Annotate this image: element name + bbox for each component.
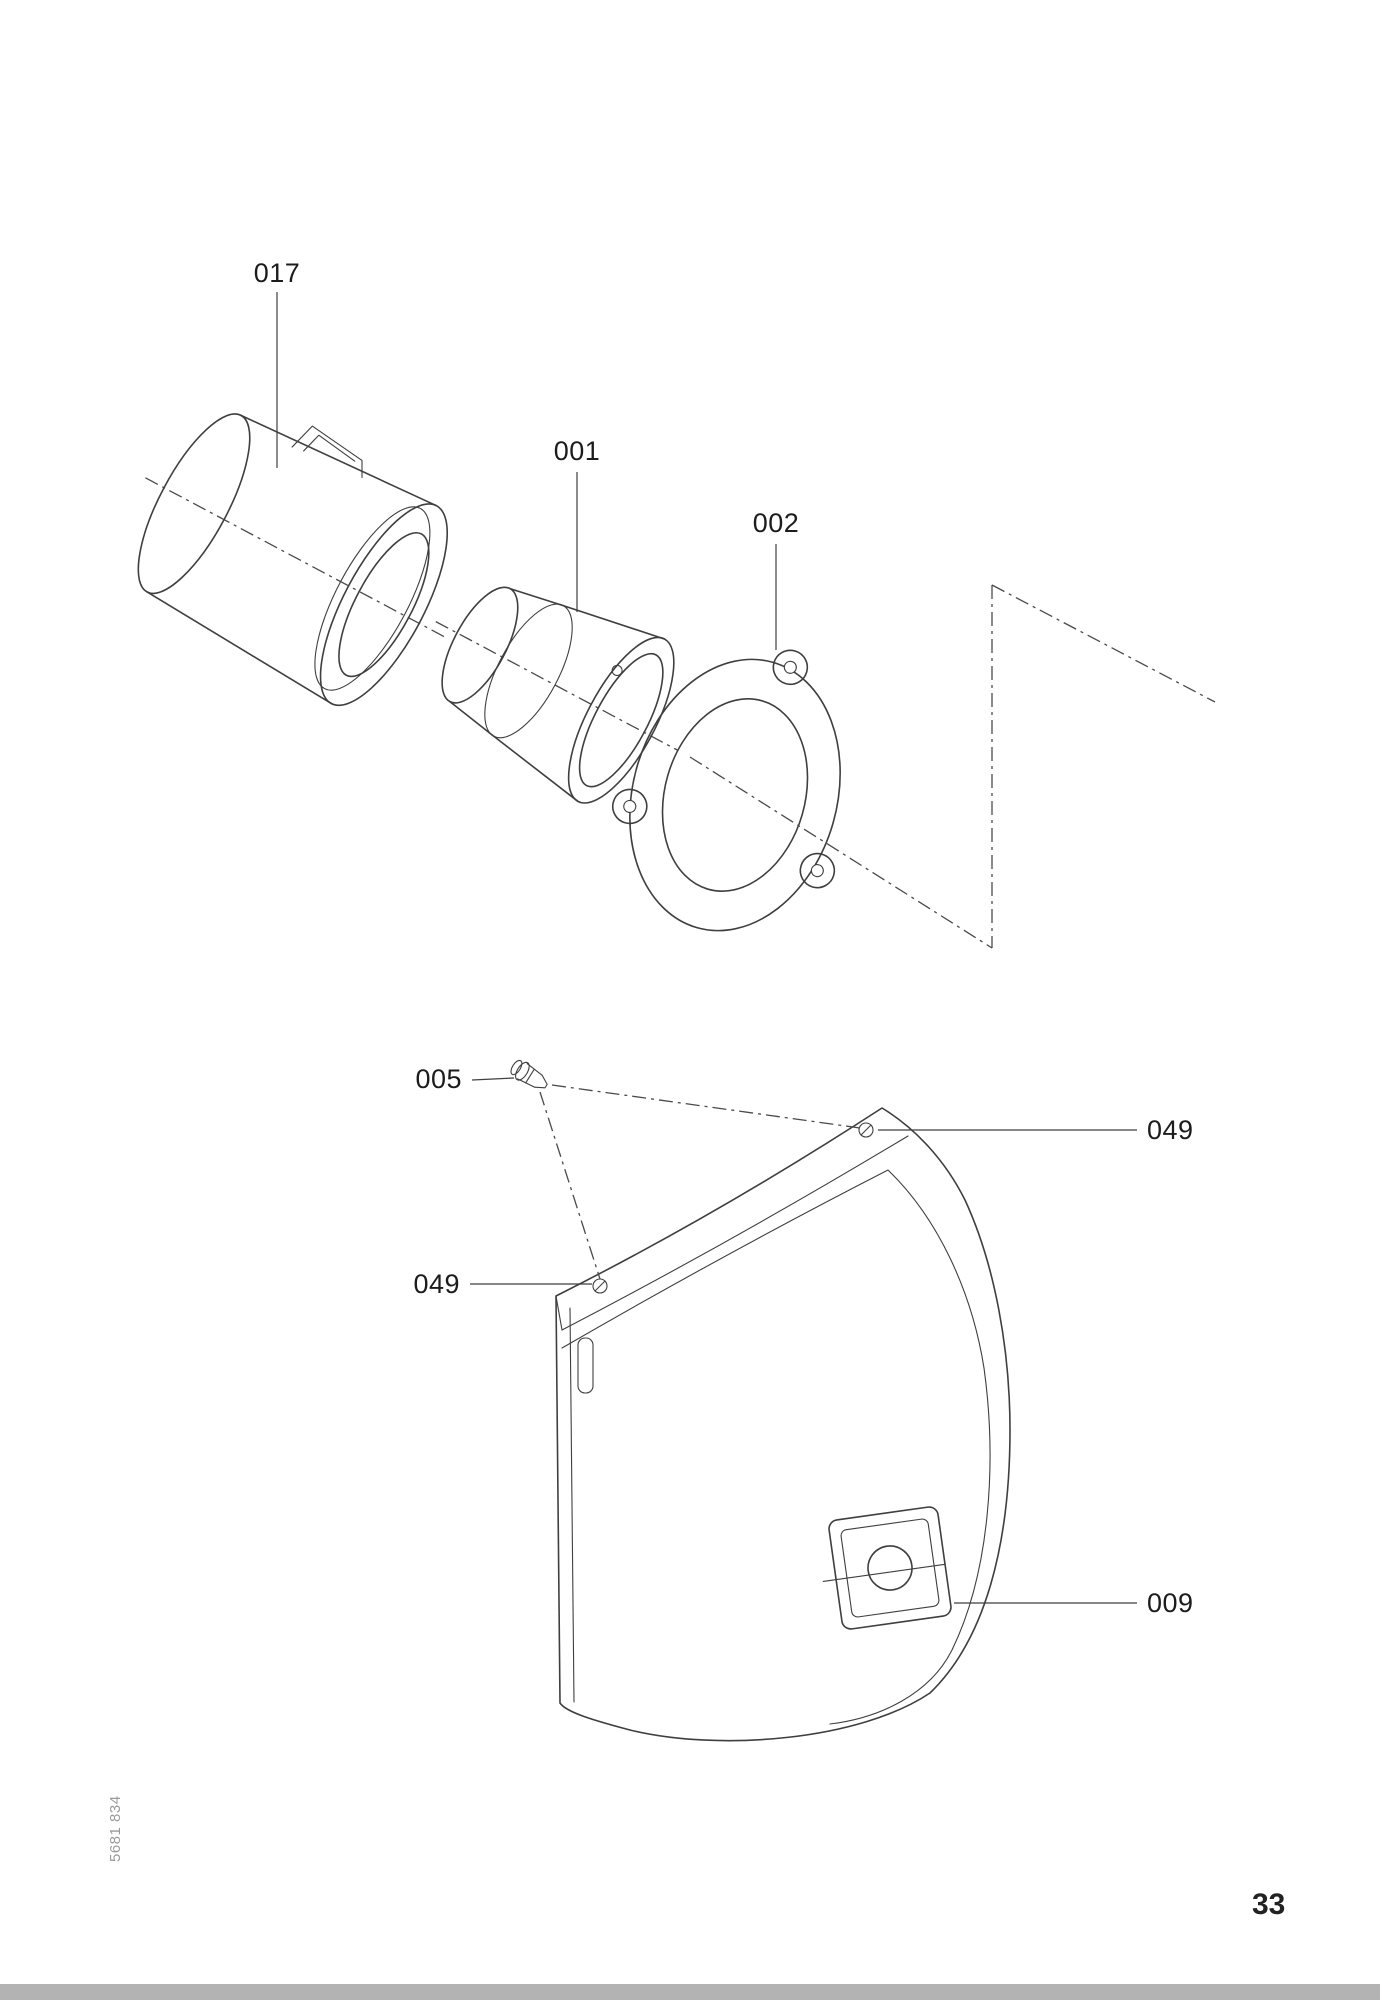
screw-049-right-drawing	[858, 1122, 874, 1138]
gasket-bolt-hole-bottom-right	[810, 864, 824, 878]
page-number: 33	[1252, 1888, 1285, 1921]
part-005-label: 005	[415, 1064, 462, 1094]
left-slot	[577, 1337, 594, 1394]
front-dome-crease	[561, 1169, 991, 1725]
gasket-tab-bottom-right	[799, 852, 836, 889]
part-049-left-label: 049	[413, 1269, 460, 1299]
part-009-label: 009	[1147, 1588, 1194, 1618]
part-017-label: 017	[254, 258, 301, 288]
boiler-casing-drawing	[555, 1107, 1011, 1742]
part-049-right-label: 049	[1147, 1115, 1194, 1145]
document-code: 5681 834	[107, 1795, 124, 1862]
screw-049-left-drawing	[592, 1278, 608, 1294]
part-002-label: 002	[753, 508, 800, 538]
sight-glass-009-drawing	[822, 1506, 952, 1630]
centerline-upper-assembly	[145, 477, 688, 756]
gasket-tab-left	[611, 788, 648, 825]
centerline-fold	[689, 584, 1216, 949]
retaining-clip-drawing	[291, 425, 363, 479]
gasket-bolt-hole-top	[783, 660, 797, 674]
adapter-hole	[611, 664, 623, 677]
part-005-leader-line	[471, 1077, 515, 1081]
footer-bar	[0, 1984, 1380, 2000]
gasket-002-drawing	[611, 649, 841, 932]
gasket-bolt-hole-left	[623, 799, 637, 813]
gasket-tab-top	[772, 649, 809, 686]
top-band-lower-line	[561, 1135, 909, 1331]
left-edge-inner-line	[569, 1307, 575, 1703]
centerline-screw-005	[539, 1084, 861, 1280]
part-001-label: 001	[554, 436, 601, 466]
pipe-coupling-017-drawing	[137, 413, 449, 707]
screw-005-drawing	[510, 1059, 548, 1089]
adapter-001-drawing	[441, 586, 675, 804]
